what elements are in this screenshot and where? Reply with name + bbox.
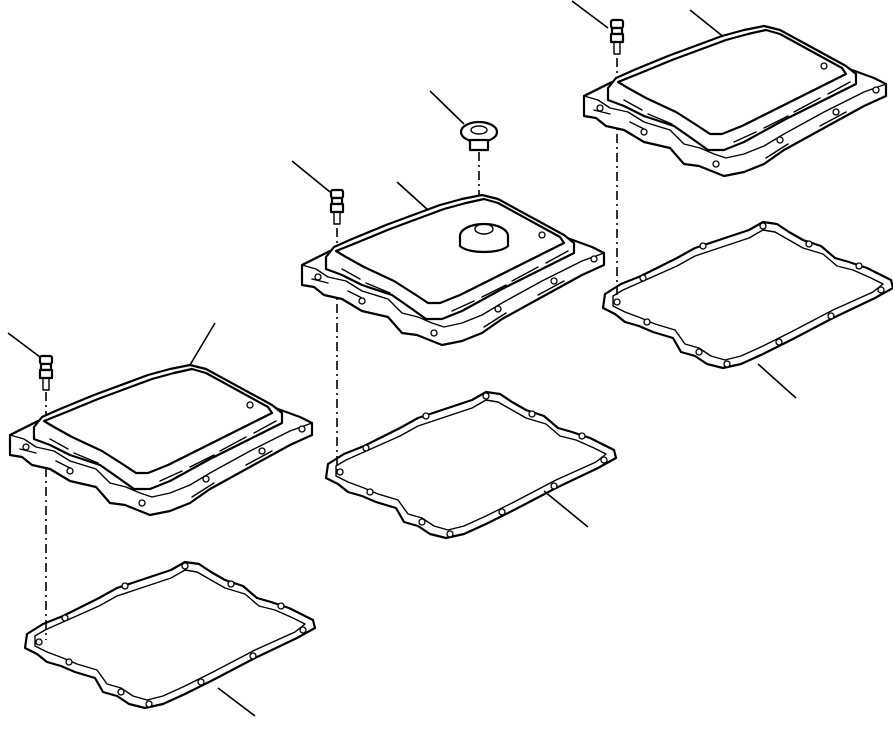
cover-icon: [582, 24, 888, 178]
bolt-icon: [609, 18, 625, 56]
cover-icon: [300, 193, 606, 347]
leader-line: [396, 181, 429, 211]
right-assembly: [571, 0, 893, 399]
left-assembly: [7, 322, 317, 717]
cover-icon: [8, 363, 314, 517]
bolt-icon: [329, 188, 345, 226]
gasket-icon: [23, 560, 317, 710]
leader-line: [571, 0, 609, 29]
plug-boss-icon: [458, 222, 510, 254]
middle-assembly: [291, 90, 618, 540]
leader-line: [189, 322, 216, 366]
leader-line: [429, 90, 465, 125]
leader-line: [757, 363, 797, 399]
plug-icon: [459, 120, 499, 152]
leader-line: [291, 160, 331, 193]
leader-line: [7, 332, 41, 358]
leader-line: [689, 9, 726, 39]
bolt-icon: [38, 354, 54, 392]
leader-line: [543, 490, 589, 528]
gasket-icon: [324, 390, 618, 540]
gasket-icon: [601, 220, 893, 370]
leader-line: [217, 687, 256, 717]
